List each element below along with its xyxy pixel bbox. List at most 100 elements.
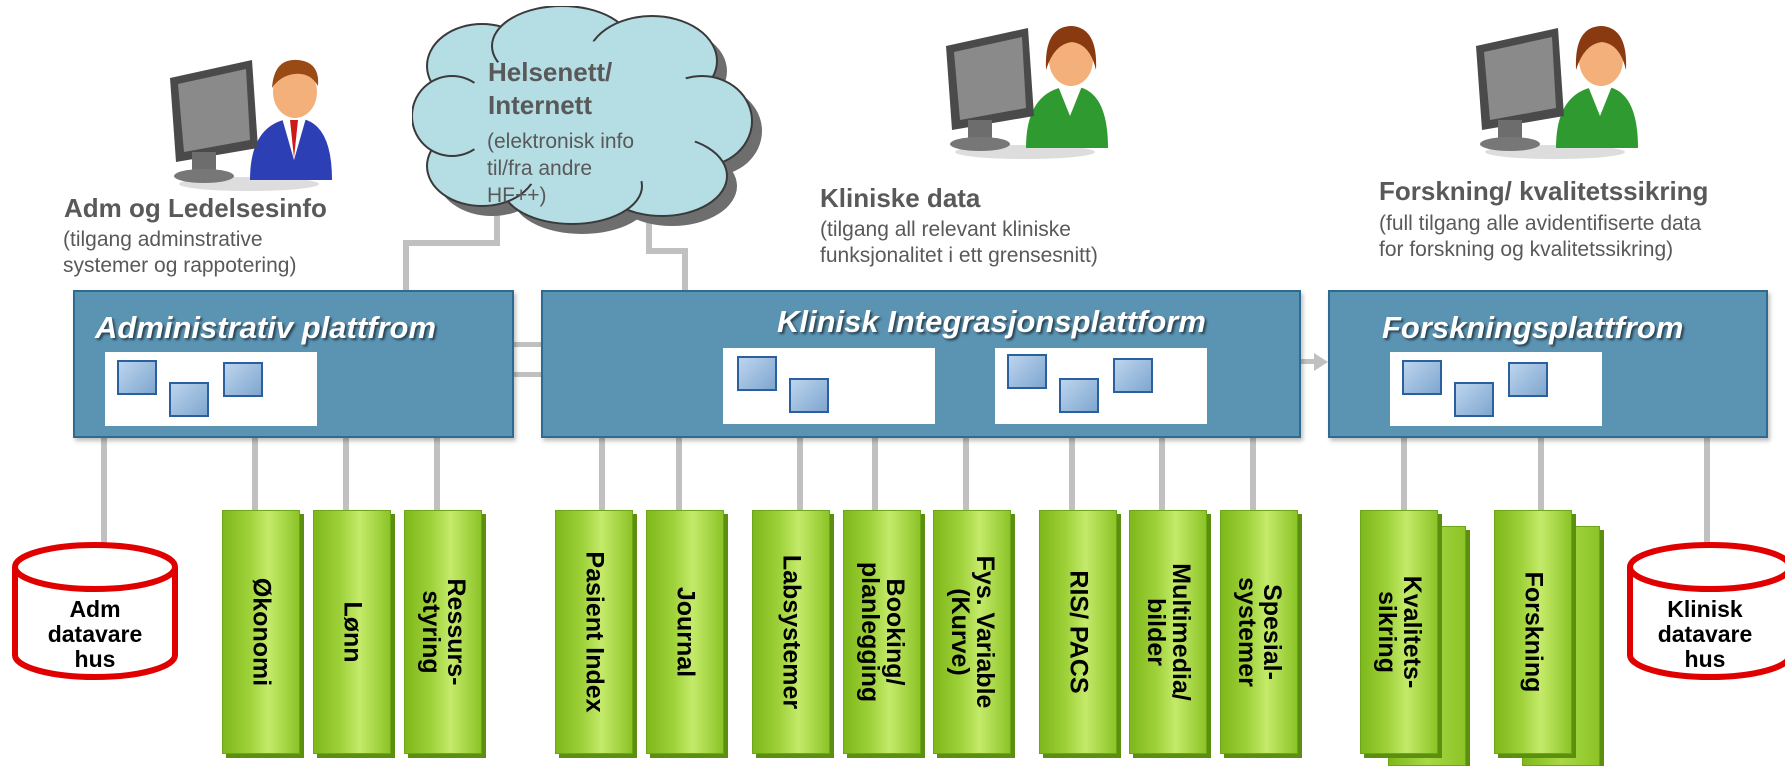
system-journal-label: Journal <box>671 586 700 678</box>
module-group <box>1390 352 1602 426</box>
person-at-computer-icon <box>1476 26 1638 159</box>
system-spesialsystemer-line2: systemer <box>1233 577 1261 687</box>
module-box <box>1402 360 1442 395</box>
drop-kvalitet <box>1401 436 1407 514</box>
drop-fys <box>963 436 969 514</box>
cloud-subtitle-line2: til/fra andre <box>487 157 593 180</box>
module-box <box>169 382 209 417</box>
klinisk-header-subtitle: (tilgang all relevant kliniske funksjona… <box>820 217 1098 269</box>
arrow-right-icon <box>1314 353 1328 371</box>
system-fys-variable-label: Fys. Variable (Kurve) <box>946 555 999 709</box>
module-box <box>1508 362 1548 397</box>
drop-forskning <box>1538 436 1544 514</box>
database-cylinder-icon <box>12 542 178 680</box>
system-pasient-index: Pasient Index <box>555 510 633 754</box>
system-kvalitetssikring-line1: Kvalitets- <box>1398 575 1426 689</box>
adm-header-subtitle: (tilgang adminstrative systemer og rappo… <box>63 227 296 279</box>
drop-spesial <box>1250 436 1256 514</box>
forskning-header-subtitle: (full tilgang alle avidentifiserte data … <box>1379 211 1701 263</box>
drop-pasient <box>599 436 605 514</box>
system-ris-pacs-label: RIS/ PACS <box>1064 570 1093 694</box>
adm-datavarehus-label: Adm datavare hus <box>10 597 180 672</box>
person-at-computer-icon <box>946 26 1108 159</box>
module-box <box>1007 354 1047 389</box>
system-labsystemer-label: Labsystemer <box>777 554 806 710</box>
forskning-platform-title: Forskningsplattfrom <box>1382 310 1684 345</box>
cloud-subtitle: (elektronisk info til/fra andre HF++) <box>487 128 634 209</box>
module-group <box>995 348 1207 424</box>
module-box <box>117 360 157 395</box>
system-multimedia: Multimedia/ bilder <box>1129 510 1207 754</box>
cloud-connector-right-horizontal <box>646 248 686 254</box>
adm-db-line3: hus <box>74 646 116 672</box>
system-forskning-label: Forskning <box>1519 571 1548 693</box>
cloud-connector-left-vertical <box>403 240 409 293</box>
cloud-title: Helsenett/ Internett <box>488 56 612 122</box>
administrativ-platform-title: Administrativ plattfrom <box>95 310 437 345</box>
forskningsplattform: Forskningsplattfrom <box>1328 290 1768 438</box>
adm-header-title: Adm og Ledelsesinfo <box>64 193 327 223</box>
drop-journal <box>676 436 682 514</box>
system-booking: Booking/ planlegging <box>843 510 921 754</box>
platform-link-upper <box>512 342 544 347</box>
cloud-subtitle-line3: HF++) <box>487 184 547 207</box>
forskning-header-subtitle-line1: (full tilgang alle avidentifiserte data <box>1379 212 1702 235</box>
cloud-title-line2: Internett <box>488 90 592 120</box>
adm-header-subtitle-line1: (tilgang adminstrative <box>63 228 263 251</box>
drop-ressurs <box>434 436 440 514</box>
system-multimedia-line2: bilder <box>1142 597 1170 667</box>
system-spesialsystemer: Spesial- systemer <box>1220 510 1298 754</box>
system-fys-variable-line1: Fys. Variable <box>971 555 999 709</box>
system-ressursstyring-label: Ressurs- styring <box>417 578 470 686</box>
klinisk-header-subtitle-line2: funksjonalitet i ett grensesnitt) <box>820 244 1098 267</box>
module-box <box>1059 378 1099 413</box>
person-at-computer-icon <box>170 59 332 191</box>
module-box <box>1454 382 1494 417</box>
klinisk-datavarehus: Klinisk datavare hus <box>1625 540 1785 682</box>
system-kvalitetssikring: Kvalitets- sikring <box>1360 510 1438 754</box>
system-ressursstyring-line2: styring <box>417 590 445 674</box>
cloud-connector-left-up <box>494 210 500 246</box>
klinisk-db-line2: datavare <box>1657 621 1753 647</box>
system-lonn: Lønn <box>313 510 391 754</box>
klinisk-datavarehus-label: Klinisk datavare hus <box>1625 597 1785 672</box>
cloud-connector-right-down <box>682 248 688 293</box>
forskning-header-subtitle-line2: for forskning og kvalitetssikring) <box>1379 238 1674 261</box>
drop-lonn <box>343 436 349 514</box>
system-spesialsystemer-label: Spesial- systemer <box>1233 577 1286 687</box>
drop-lab <box>797 436 803 514</box>
drop-klinisk-db <box>1704 436 1710 544</box>
module-group <box>723 348 935 424</box>
system-forskning: Forskning <box>1494 510 1572 754</box>
system-pasient-index-label: Pasient Index <box>580 551 609 713</box>
system-ressursstyring: Ressurs- styring <box>404 510 482 754</box>
system-multimedia-line1: Multimedia/ <box>1167 563 1195 701</box>
system-booking-line1: Booking/ <box>881 578 909 686</box>
drop-okonomi <box>252 436 258 514</box>
system-labsystemer: Labsystemer <box>752 510 830 754</box>
drop-adm-db <box>101 436 107 544</box>
system-ris-pacs: RIS/ PACS <box>1039 510 1117 754</box>
cloud-subtitle-line1: (elektronisk info <box>487 130 635 153</box>
adm-db-line2: datavare <box>47 621 143 647</box>
cloud-connector-left-horizontal <box>403 240 500 246</box>
administrativ-platform: Administrativ plattfrom <box>73 290 514 438</box>
adm-datavarehus: Adm datavare hus <box>10 540 180 682</box>
system-booking-label: Booking/ planlegging <box>856 562 909 702</box>
system-kvalitetssikring-line2: sikring <box>1373 591 1401 673</box>
forskning-header-title: Forskning/ kvalitetssikring <box>1379 176 1709 206</box>
system-fys-variable-line2: (Kurve) <box>946 588 974 676</box>
module-box <box>789 378 829 413</box>
klinisk-db-line1: Klinisk <box>1667 596 1743 622</box>
system-multimedia-label: Multimedia/ bilder <box>1142 563 1195 701</box>
module-box <box>223 362 263 397</box>
system-fys-variable: Fys. Variable (Kurve) <box>933 510 1011 754</box>
system-ressursstyring-line1: Ressurs- <box>442 578 470 686</box>
system-spesialsystemer-line1: Spesial- <box>1258 584 1286 680</box>
drop-multimedia <box>1159 436 1165 514</box>
system-okonomi-label: Økonomi <box>247 577 276 687</box>
klinisk-platform-title: Klinisk Integrasjonsplattform <box>777 304 1206 339</box>
drop-booking <box>872 436 878 514</box>
module-box <box>1113 358 1153 393</box>
system-lonn-label: Lønn <box>338 601 367 663</box>
